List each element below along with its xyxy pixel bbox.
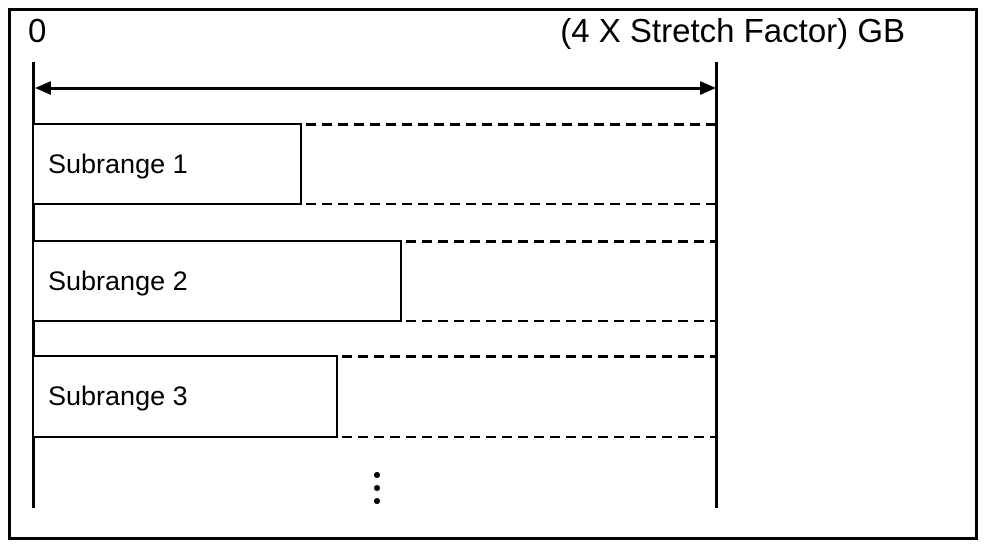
subrange-label-3: Subrange 3 <box>48 381 188 411</box>
subrange-box-3: Subrange 3 <box>32 355 338 438</box>
arrowhead-left-icon <box>35 81 51 95</box>
dashed-extent-bottom-line-2 <box>406 319 718 322</box>
axis-start-label: 0 <box>28 12 47 49</box>
ellipsis-dot <box>374 485 380 491</box>
ellipsis-dot <box>374 498 380 504</box>
right-boundary-line <box>715 62 718 508</box>
axis-end-label: (4 X Stretch Factor) GB <box>560 12 905 49</box>
dashed-extent-bottom-line-3 <box>342 435 718 438</box>
subrange-box-2: Subrange 2 <box>32 240 402 322</box>
range-extent-arrow <box>35 81 716 96</box>
subrange-box-1: Subrange 1 <box>32 123 302 205</box>
dashed-extent-top-line-1 <box>306 123 718 126</box>
arrow-shaft <box>45 87 706 90</box>
arrowhead-right-icon <box>700 81 716 95</box>
dashed-extent-top-line-3 <box>342 355 718 358</box>
subrange-label-2: Subrange 2 <box>48 265 188 296</box>
figure-border <box>8 8 978 540</box>
subrange-row-3: Subrange 3 <box>32 355 718 438</box>
subrange-row-1: Subrange 1 <box>32 123 718 205</box>
vertical-ellipsis-icon <box>374 472 380 504</box>
dashed-extent-top-line-2 <box>406 240 718 243</box>
dashed-extent-bottom-line-1 <box>306 202 718 205</box>
ellipsis-dot <box>374 472 380 478</box>
subrange-label-1: Subrange 1 <box>48 148 188 179</box>
subrange-row-2: Subrange 2 <box>32 240 718 322</box>
